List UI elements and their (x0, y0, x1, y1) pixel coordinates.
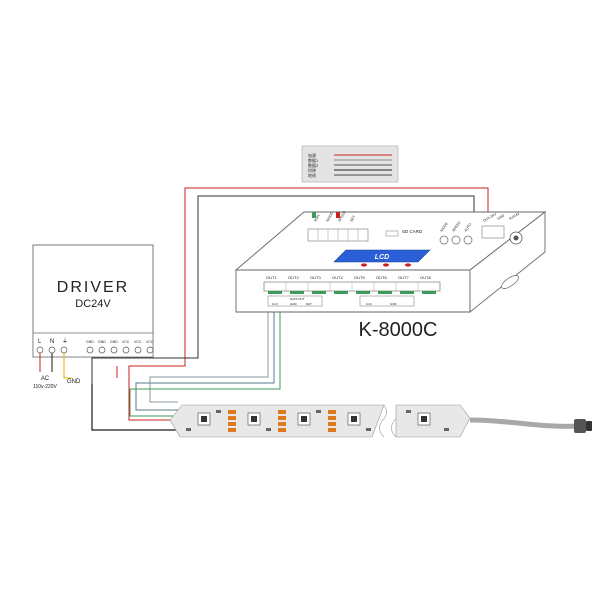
resistors (186, 410, 449, 431)
mode-button (439, 235, 449, 245)
out-label-3: OUT3 (310, 275, 321, 280)
power-label-gnd: GND (497, 213, 506, 221)
red-power-wire (128, 187, 489, 378)
driver-title: DRIVER (57, 279, 129, 296)
sub-label-gnd-left: GND (290, 302, 298, 306)
mains-wires (39, 353, 72, 379)
legend-line-5: 地线 (308, 172, 316, 178)
speed-button (451, 235, 461, 245)
sub-label-box-left (267, 295, 323, 307)
sub-label-data-out: DATA OUT (290, 297, 305, 301)
out-label-5: OUT5 (354, 275, 365, 280)
lcd-screen (333, 249, 431, 263)
model-name: K-8000C (359, 319, 438, 341)
btn-label-speed: SPEED (452, 220, 462, 232)
screw-terminals (36, 346, 154, 354)
legend-line-3: 数据2 (308, 162, 319, 168)
data-wire-2 (135, 290, 275, 411)
terminal-label-vcc2: VCC (134, 340, 142, 344)
btn-label-auto: AUTO (464, 222, 473, 232)
run-led (312, 212, 316, 218)
lcd-button-2 (383, 263, 389, 267)
sub-label-dat: DAT (306, 302, 312, 306)
out-label-4: OUT4 (332, 275, 343, 280)
ac-label: AC (41, 376, 50, 382)
lcd-text: LCD (375, 254, 389, 261)
terminal-label-earth: ⏚ (62, 338, 68, 345)
ground-data-wire (91, 195, 475, 384)
led-chips (197, 412, 431, 426)
out-label-2: OUT2 (288, 275, 299, 280)
lcd-button-1 (361, 263, 367, 267)
top-label-set: SET (349, 214, 356, 223)
legend-line-2: 数据1 (308, 157, 319, 163)
sd-card-label: SD CARD (402, 229, 423, 234)
power-label-5v: 5V/24V (509, 211, 522, 221)
gnd-label: GND (67, 379, 81, 385)
top-label-run: RUN (313, 214, 320, 223)
lcd-button-3 (405, 263, 411, 267)
sub-label-box-right (359, 295, 415, 307)
power-terminal (481, 225, 505, 239)
controller-box: RUN MODE SPEED SET SD CARD MODE SPEED AU… (234, 210, 547, 313)
legend-card: 电源 数据1 数据2 时钟 地线 (301, 145, 399, 183)
legend-line-1: 电源 (308, 152, 316, 158)
status-led (336, 212, 340, 218)
data-wire-3 (129, 290, 281, 417)
auto-button (463, 235, 473, 245)
driver-box: DRIVER DC24V L N ⏚ GND GND GND VCC VCC V… (32, 244, 154, 358)
top-label-speed: SPEED (337, 210, 347, 223)
ic-pads (228, 410, 336, 432)
wires (91, 187, 489, 431)
driver-voltage: DC24V (75, 298, 111, 310)
sd-card-slot (385, 230, 399, 237)
terminal-label-n: N (50, 339, 54, 345)
out-label-1: OUT1 (266, 275, 277, 280)
out-label-8: OUT8 (420, 275, 431, 280)
output-pins (268, 291, 436, 294)
power-label-dc: DC5-24V (483, 212, 498, 223)
data-wire-1 (149, 290, 269, 403)
output-terminal-dividers (285, 282, 419, 291)
sub-label-gnd-right: GND (390, 302, 398, 306)
output-cable (469, 417, 579, 429)
out-label-6: OUT6 (376, 275, 387, 280)
dc-jack-pin (513, 235, 519, 241)
terminal-label-gnd3: GND (110, 340, 118, 344)
terminal-label-vcc3: VCC (146, 340, 154, 344)
sub-label-clk-right: CLK (366, 302, 372, 306)
strip-black-wire (91, 384, 178, 431)
strip-segment-2 (395, 404, 471, 438)
legend-line-4: 时钟 (308, 167, 316, 173)
sub-label-clk-left: CLK (272, 302, 278, 306)
led-strip (169, 404, 592, 438)
out-label-7: OUT7 (398, 275, 409, 280)
ac-range-label: 110v-220V (33, 384, 57, 390)
strip-connector-tip (586, 421, 592, 431)
top-label-mode: MODE (325, 211, 334, 223)
strip-red-wire (128, 378, 178, 421)
terminal-label-vcc1: VCC (122, 340, 130, 344)
btn-label-mode: MODE (440, 221, 450, 232)
strip-connector (574, 419, 586, 433)
terminal-label-l: L (38, 339, 42, 345)
terminal-label-gnd2: GND (98, 340, 106, 344)
terminal-label-gnd1: GND (86, 340, 94, 344)
